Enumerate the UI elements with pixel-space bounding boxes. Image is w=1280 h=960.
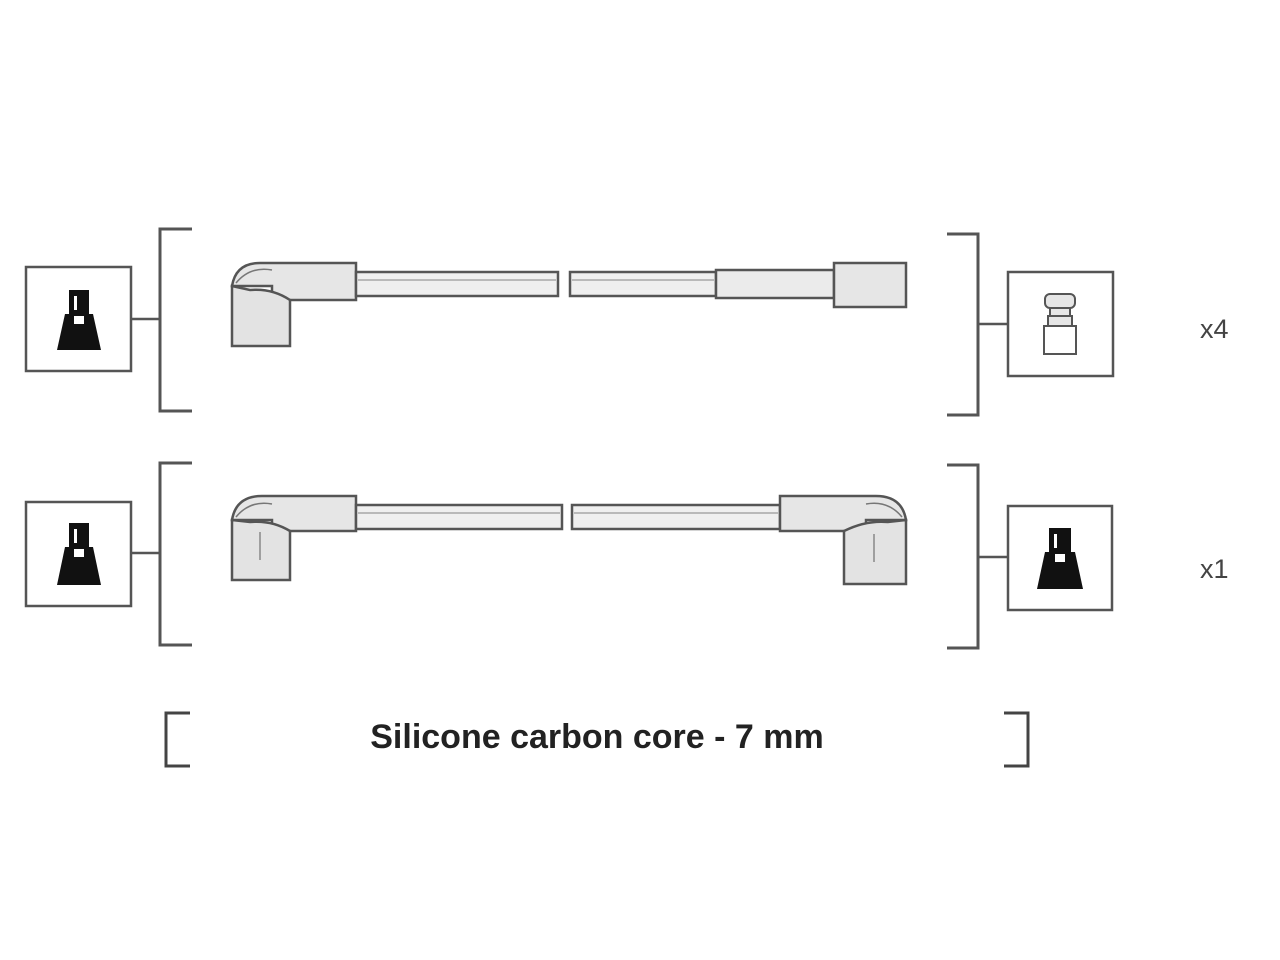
cable-left-segment-row-2 [354, 503, 564, 531]
left-terminal-box-row-1 [24, 265, 133, 373]
spark-plug-terminal-icon [57, 523, 101, 585]
lead-row-2: x1 [24, 461, 1229, 650]
distributor-terminal-icon [1043, 293, 1077, 355]
caption-right-bracket [1004, 711, 1030, 768]
left-terminal-box-row-2 [24, 500, 133, 608]
caption-group: Silicone carbon core - 7 mm [164, 711, 1030, 768]
lead-assembly-row-2 [230, 494, 908, 586]
straight-boot-right-row-1 [832, 261, 908, 309]
right-terminal-box-row-2 [1006, 504, 1114, 612]
cable-right-segment-row-2 [570, 503, 782, 531]
core-description-text: Silicone carbon core - 7 mm [370, 718, 823, 756]
cable-right-segment-row-1 [568, 268, 836, 300]
left-bracket-row-1 [158, 227, 192, 413]
right-bracket-row-1 [947, 232, 980, 417]
quantity-label-row-1: x4 [1200, 314, 1229, 344]
cable-left-segment-row-1 [354, 270, 560, 298]
angled-boot-left-row-1 [230, 261, 358, 348]
left-bracket-row-2 [158, 461, 192, 647]
spark-plug-terminal-icon [1037, 528, 1083, 589]
lead-assembly-row-1 [230, 261, 908, 348]
lead-row-1: x4 [24, 227, 1229, 417]
angled-boot-right-row-2 [778, 494, 908, 586]
quantity-label-row-2: x1 [1200, 554, 1229, 584]
spark-plug-terminal-icon [57, 290, 101, 350]
right-bracket-row-2 [947, 463, 980, 650]
angled-boot-left-row-2 [230, 494, 358, 582]
caption-left-bracket [164, 711, 190, 768]
right-terminal-box-row-1 [1006, 270, 1115, 378]
